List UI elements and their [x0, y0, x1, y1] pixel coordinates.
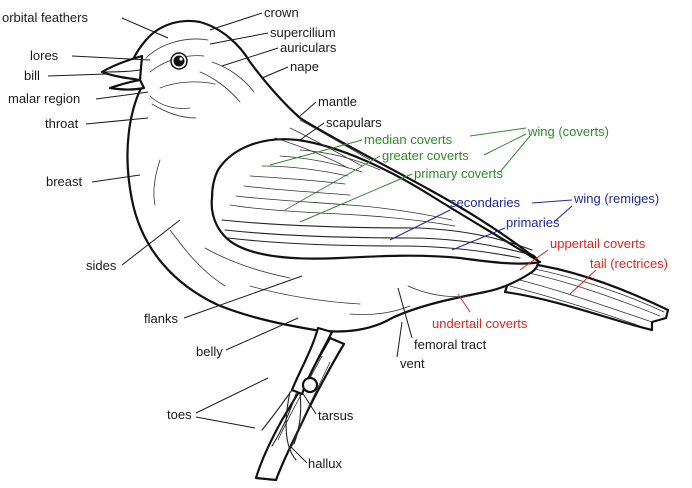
label-throat: throat: [45, 116, 79, 131]
label-median-coverts: median coverts: [364, 132, 453, 147]
label-wing-coverts: wing (coverts): [527, 124, 609, 139]
label-toes: toes: [167, 407, 192, 422]
label-vent: vent: [400, 356, 425, 371]
label-primaries: primaries: [506, 215, 560, 230]
label-hallux: hallux: [308, 456, 342, 471]
label-secondaries: secondaries: [450, 195, 521, 210]
label-uppertail-coverts: uppertail coverts: [550, 236, 646, 251]
label-breast: breast: [46, 174, 83, 189]
label-primary-coverts: primary coverts: [414, 166, 503, 181]
label-wing-remiges: wing (remiges): [573, 191, 659, 206]
label-undertail-coverts: undertail coverts: [432, 316, 528, 331]
label-flanks: flanks: [144, 311, 178, 326]
label-auriculars: auriculars: [280, 40, 337, 55]
label-crown: crown: [264, 5, 299, 20]
label-supercilium: supercilium: [270, 25, 336, 40]
label-tail-rectrices: tail (rectrices): [590, 256, 668, 271]
label-greater-coverts: greater coverts: [382, 148, 469, 163]
label-scapulars: scapulars: [326, 115, 382, 130]
label-femoral-tract: femoral tract: [414, 337, 487, 352]
label-sides: sides: [86, 258, 117, 273]
label-mantle: mantle: [318, 94, 357, 109]
label-tarsus: tarsus: [318, 408, 354, 423]
label-orbital-feathers: orbital feathers: [2, 10, 88, 25]
label-bill: bill: [24, 68, 40, 83]
label-malar-region: malar region: [8, 91, 80, 106]
label-nape: nape: [290, 59, 319, 74]
label-belly: belly: [196, 344, 223, 359]
label-lores: lores: [30, 48, 59, 63]
